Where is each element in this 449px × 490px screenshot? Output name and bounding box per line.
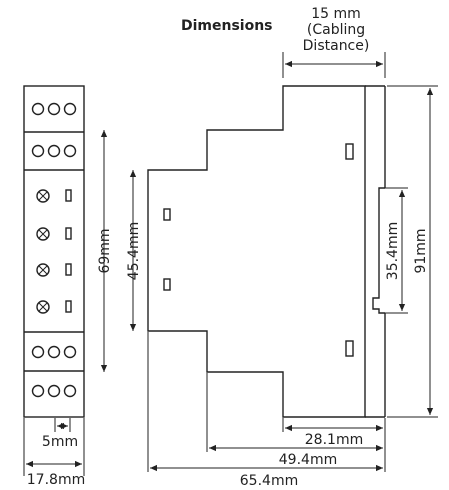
led-indicator-2: [65, 227, 72, 240]
terminal-row-top-2: [31, 144, 77, 158]
label-front-height: 69mm: [97, 228, 113, 273]
terminal-row-top-1: [31, 102, 77, 116]
side-tab-lower: [163, 278, 171, 291]
din-rail-clip: [372, 187, 385, 314]
potentiometer-2: [36, 227, 50, 241]
potentiometer-3: [36, 263, 50, 277]
label-depth-front: 28.1mm: [305, 432, 363, 448]
side-view: [147, 85, 386, 418]
side-tab-upper: [163, 208, 171, 221]
cabling-note-line3: Distance): [303, 38, 370, 54]
side-slot-top: [345, 143, 354, 160]
front-view: [23, 85, 85, 418]
cabling-note-line1: 15 mm: [311, 6, 361, 22]
potentiometer-4: [36, 300, 50, 314]
front-housing: [23, 85, 85, 418]
cabling-note: 15 mm (Cabling Distance): [303, 6, 370, 54]
label-depth-mid: 49.4mm: [279, 452, 337, 468]
side-housing-outline: [147, 85, 366, 418]
label-front-width: 17.8mm: [27, 472, 85, 488]
led-indicator-3: [65, 263, 72, 276]
potentiometer-1: [36, 189, 50, 203]
side-slot-bottom: [345, 340, 354, 357]
terminal-row-bottom-1: [31, 345, 77, 359]
led-indicator-1: [65, 189, 72, 202]
diagram-title: Dimensions: [181, 18, 273, 34]
terminal-row-bottom-2: [31, 384, 77, 398]
label-terminal-pitch: 5mm: [42, 434, 78, 450]
label-total-height: 91mm: [413, 228, 429, 273]
label-rail-height: 35.4mm: [385, 222, 401, 280]
led-indicator-4: [65, 300, 72, 313]
label-inner-height: 45.4mm: [126, 222, 142, 280]
label-depth-total: 65.4mm: [240, 473, 298, 489]
cabling-note-line2: (Cabling: [307, 22, 365, 38]
